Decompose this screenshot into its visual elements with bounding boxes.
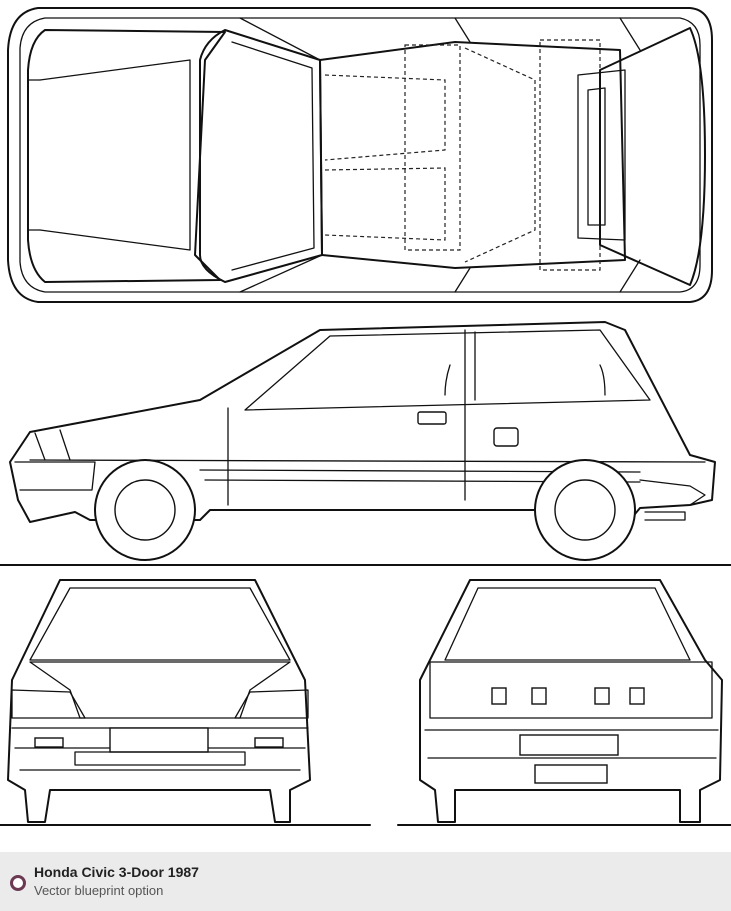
radio-circle-icon [10, 875, 26, 891]
side-view [0, 321, 731, 566]
caption-subtitle: Vector blueprint option [34, 883, 164, 898]
car-blueprint [0, 7, 731, 826]
rear-view [397, 579, 731, 826]
caption-title: Honda Civic 3-Door 1987 [34, 864, 199, 880]
front-view [0, 579, 371, 826]
caption-bar: Honda Civic 3-Door 1987 Vector blueprint… [0, 852, 731, 911]
top-view [7, 7, 713, 303]
